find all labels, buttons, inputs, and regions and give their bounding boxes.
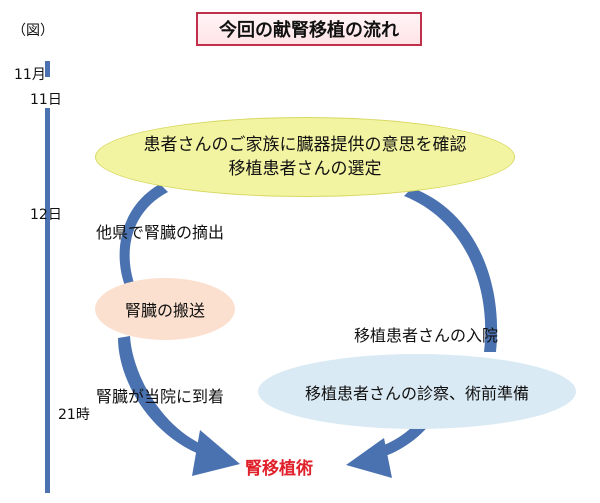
donor-consent-node: 患者さんのご家族に臓器提供の意思を確認 移植患者さんの選定	[95, 117, 515, 197]
timeline-bar-top	[45, 61, 50, 77]
extraction-label: 他県で腎臓の摘出	[96, 223, 225, 242]
timeline-day-12: 12日	[30, 207, 62, 223]
preop-exam-node: 移植患者さんの診察、術前準備	[258, 354, 576, 429]
decision-line-1: 患者さんのご家族に臓器提供の意思を確認	[143, 135, 467, 155]
timeline-month: 11月	[14, 67, 46, 83]
timeline-time-21: 21時	[58, 407, 90, 423]
diagram-title: 今回の献腎移植の流れ	[196, 12, 422, 46]
left-arrowhead	[192, 430, 240, 476]
decision-line-2: 移植患者さんの選定	[228, 159, 382, 179]
right-flow-arrow	[404, 188, 498, 352]
timeline-day-11: 11日	[30, 92, 62, 108]
left-flow-arrow	[119, 184, 168, 286]
arrival-label: 腎臓が当院に到着	[96, 387, 225, 406]
figure-label: （図）	[12, 23, 54, 39]
timeline-bar	[45, 108, 50, 493]
kidney-transplant-surgery: 腎移植術	[245, 459, 313, 479]
admission-label: 移植患者さんの入院	[354, 326, 499, 345]
right-arrowhead	[346, 438, 392, 478]
kidney-transport-node: 腎臓の搬送	[95, 278, 235, 340]
